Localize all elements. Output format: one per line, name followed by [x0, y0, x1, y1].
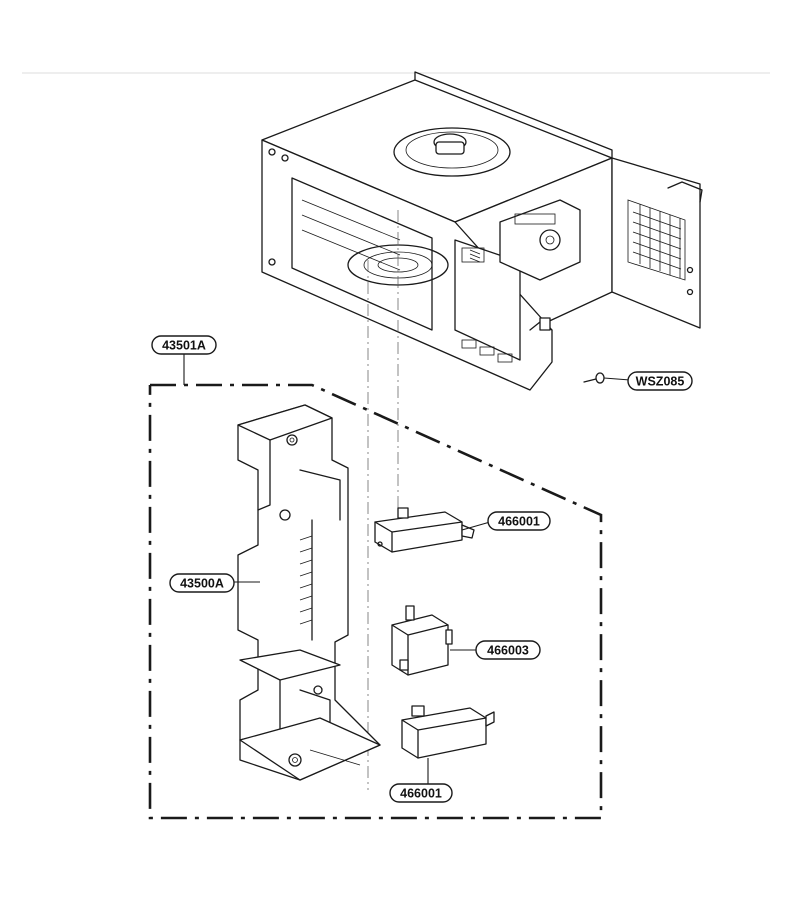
assembly-boundary	[148, 383, 603, 820]
label-466003: 466003	[475, 640, 541, 660]
label-466001-upper: 466001	[487, 511, 551, 531]
micro-switch-lower	[401, 705, 495, 759]
holder-ribs	[299, 535, 313, 625]
svg-text:466003: 466003	[487, 644, 529, 658]
leader-lines	[183, 352, 631, 785]
label-466001-lower: 466001	[389, 783, 453, 803]
micro-switch-middle	[391, 605, 453, 676]
door-latch-holder	[237, 404, 381, 781]
label-wsz085: WSZ085	[627, 371, 693, 391]
svg-text:466001: 466001	[498, 515, 540, 529]
label-43501a: 43501A	[151, 335, 217, 355]
svg-text:466001: 466001	[400, 787, 442, 801]
screw-wsz085	[583, 372, 605, 384]
microwave-cavity	[261, 71, 703, 391]
micro-switch-upper	[374, 507, 475, 553]
svg-text:43500A: 43500A	[180, 577, 224, 591]
back-panel-grille	[632, 204, 682, 278]
svg-text:WSZ085: WSZ085	[636, 375, 685, 389]
label-43500a: 43500A	[169, 573, 235, 593]
svg-text:43501A: 43501A	[162, 339, 206, 353]
latch-bay-grille	[469, 249, 481, 263]
